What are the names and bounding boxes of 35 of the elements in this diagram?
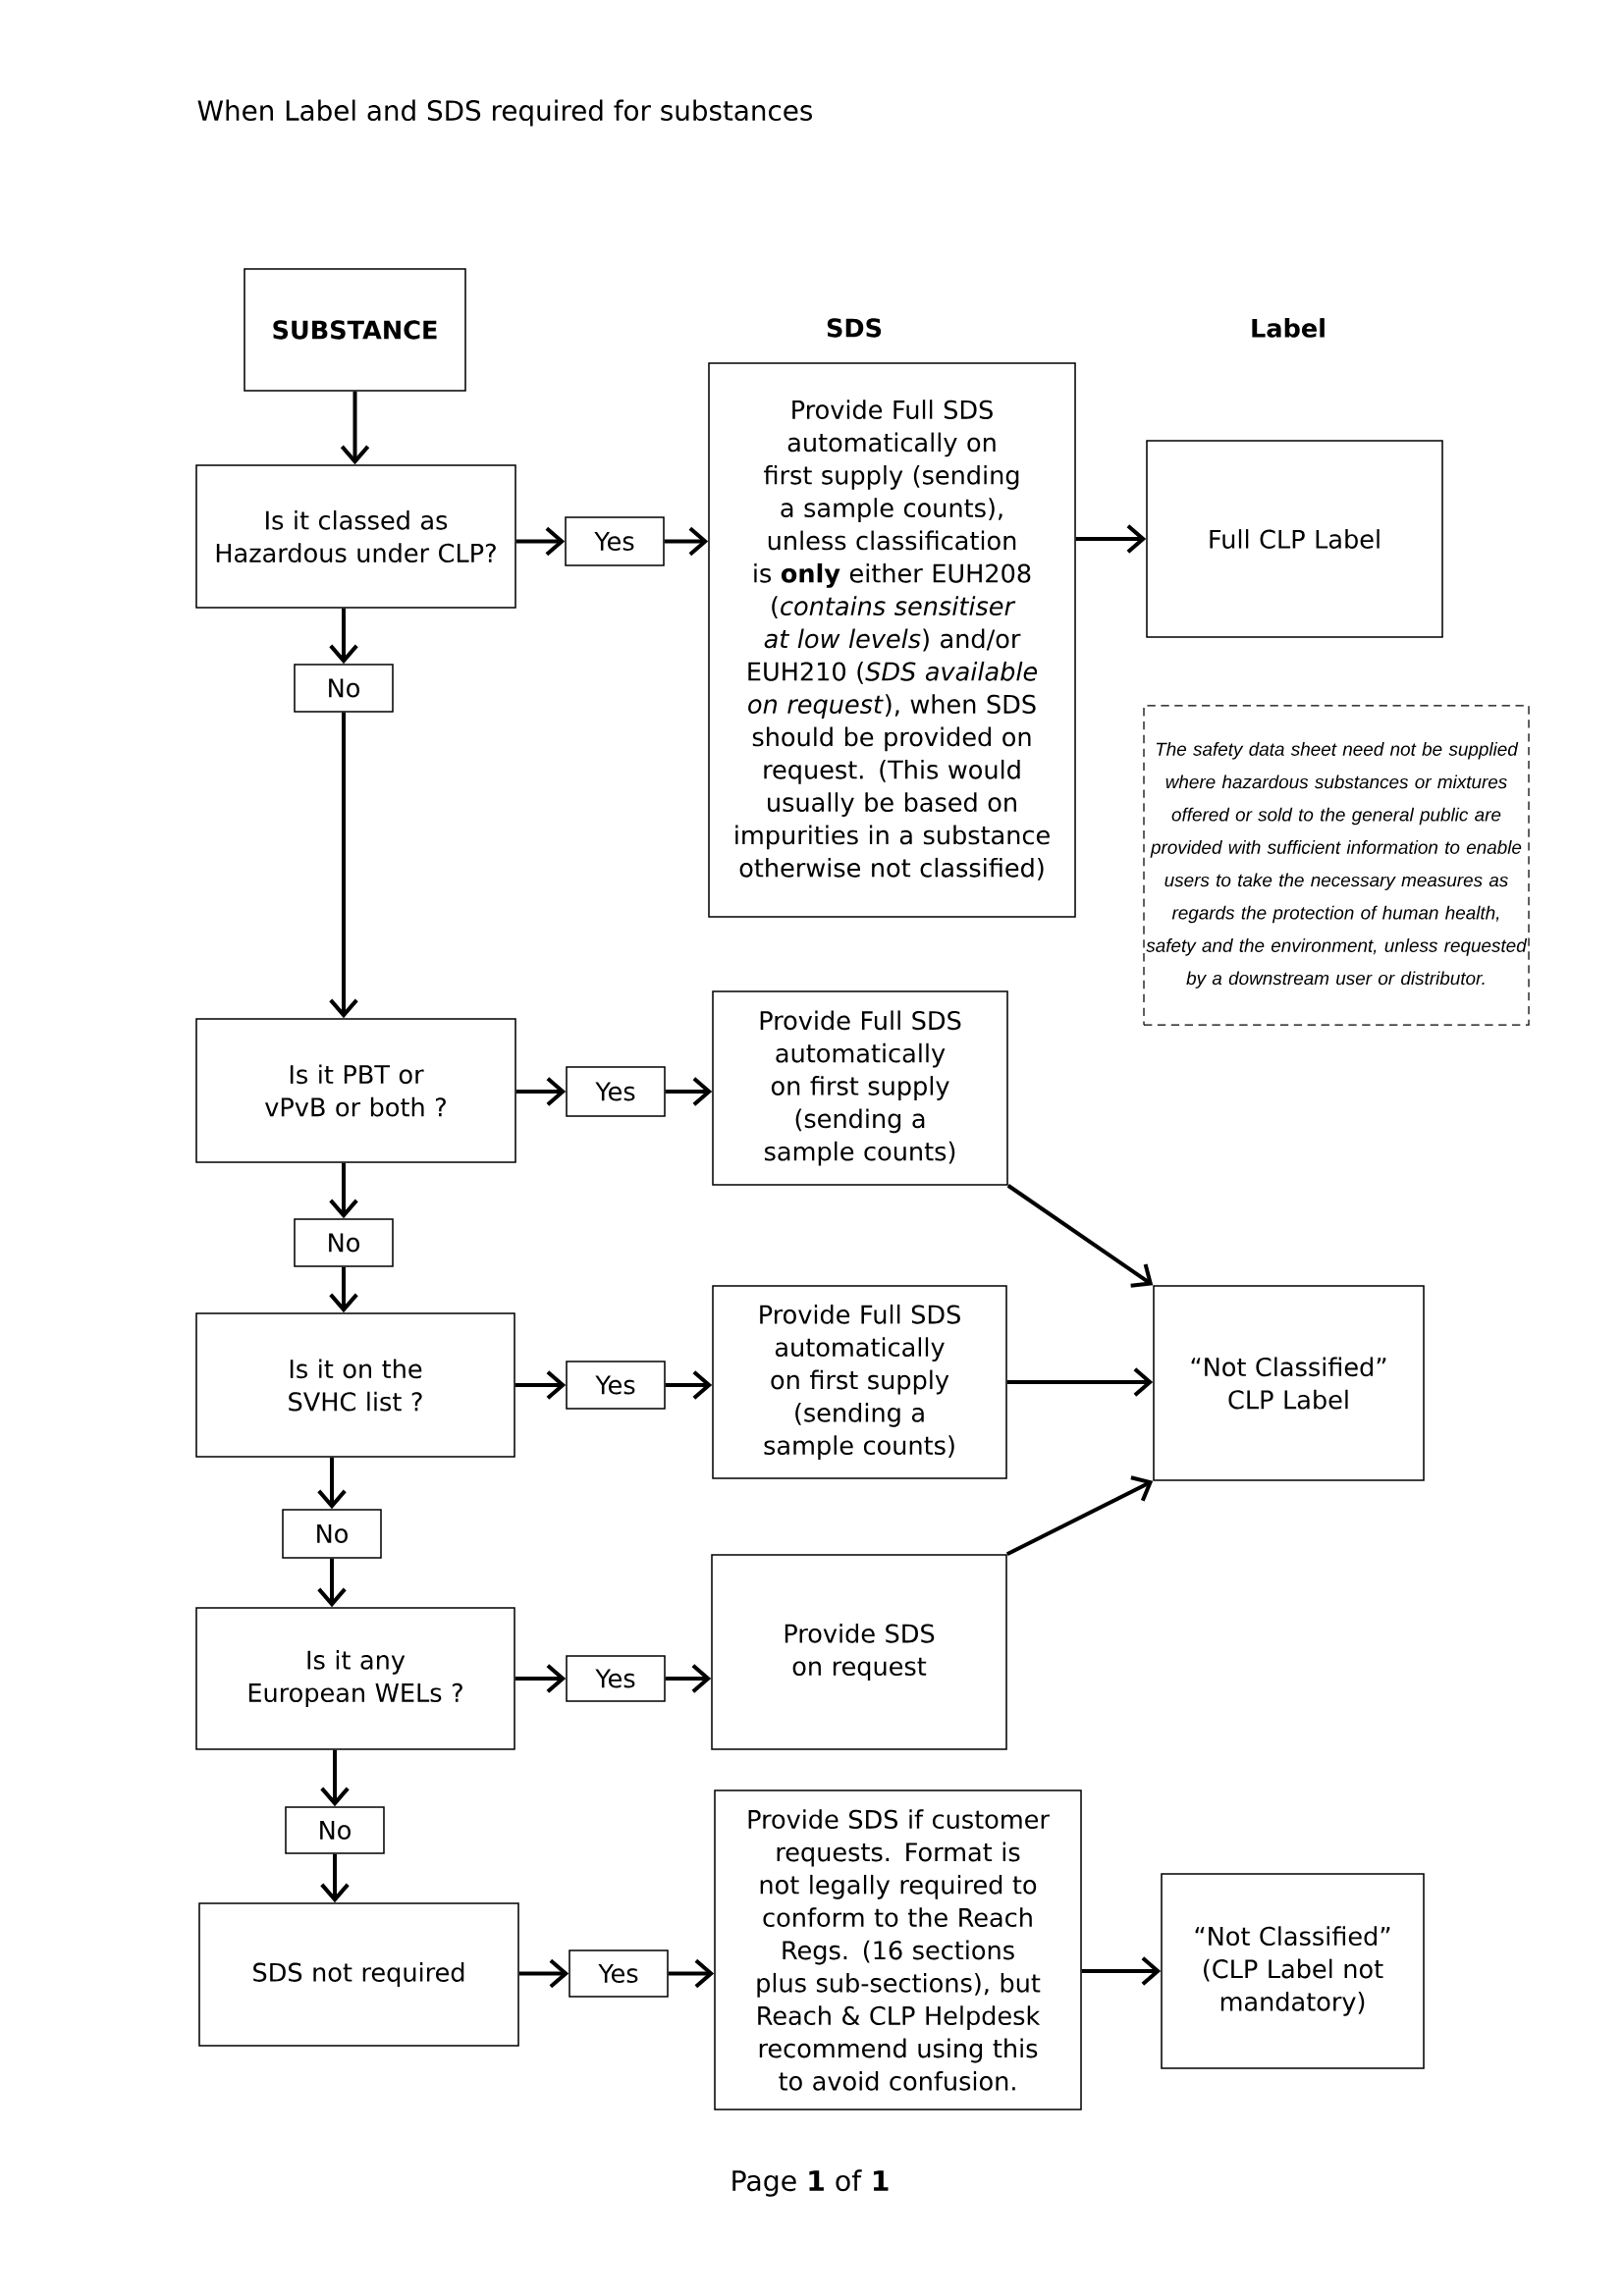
branch-box: No bbox=[282, 1509, 382, 1559]
action-box: Provide SDS on request bbox=[711, 1554, 1007, 1750]
branch-box: No bbox=[294, 1218, 394, 1267]
question-box: SDS not required bbox=[198, 1902, 519, 2047]
action-box: Provide SDS if customer requests. Format is not legally required to conform to the Reach Regs. (16 sections plus sub-sections), but Reach & CLP Helpdesk recommend using this to avoid confusion. bbox=[714, 1789, 1082, 2110]
arrow bbox=[1006, 1184, 1154, 1288]
arrow bbox=[1005, 1475, 1154, 1557]
result-box: Full CLP Label bbox=[1146, 440, 1443, 638]
question-box: Is it PBT or vPvB or both ? bbox=[195, 1018, 516, 1163]
result-box: “Not Classified” CLP Label bbox=[1153, 1285, 1425, 1481]
arrow bbox=[329, 712, 358, 1019]
arrow bbox=[1081, 1956, 1162, 1986]
action-box: Provide Full SDS automatically on first supply (sending a sample counts) bbox=[712, 1285, 1007, 1479]
branch-box: Yes bbox=[565, 516, 665, 566]
action-box: Provide Full SDS automatically on first supply (sending a sample counts) bbox=[712, 990, 1008, 1186]
branch-box: No bbox=[285, 1806, 385, 1854]
arrow bbox=[1075, 524, 1147, 554]
arrow bbox=[340, 391, 370, 465]
page-number: Page 1 of 1 bbox=[732, 2169, 889, 2197]
branch-box: Yes bbox=[566, 1361, 666, 1410]
column-heading: Label bbox=[1252, 318, 1325, 338]
branch-box: Yes bbox=[566, 1655, 666, 1702]
result-box: “Not Classified” (CLP Label not mandatory) bbox=[1161, 1873, 1425, 2069]
arrow bbox=[1006, 1367, 1154, 1397]
branch-box: No bbox=[294, 664, 394, 713]
question-box: Is it classed as Hazardous under CLP? bbox=[195, 464, 516, 609]
action-box: Provide Full SDS automatically on first supply (sending a sample counts), unless classification is only either EUH208 (contains sensitiser at low levels) and/or EUH210 (SDS available on request), when SDS should be provided on request. (This would usually be based on impurities in a substance otherwise not classified) bbox=[708, 362, 1076, 918]
branch-box: Yes bbox=[568, 1949, 669, 1998]
question-box: Is it any European WELs ? bbox=[195, 1607, 515, 1750]
note-box: The safety data sheet need not be supplied where hazardous substances or mixtures offered or sold to the general public are provided with sufficient information to enable users to take the necessary measures as regards the protection of human health, safety and the environment, unless requested by a downstream user or distributor. bbox=[1143, 705, 1530, 1026]
start-box: SUBSTANCE bbox=[244, 268, 466, 392]
question-box: Is it on the SVHC list ? bbox=[195, 1312, 515, 1458]
branch-box: Yes bbox=[566, 1066, 666, 1117]
title: When Label and SDS required for substances bbox=[197, 99, 812, 127]
column-heading: SDS bbox=[827, 318, 882, 338]
